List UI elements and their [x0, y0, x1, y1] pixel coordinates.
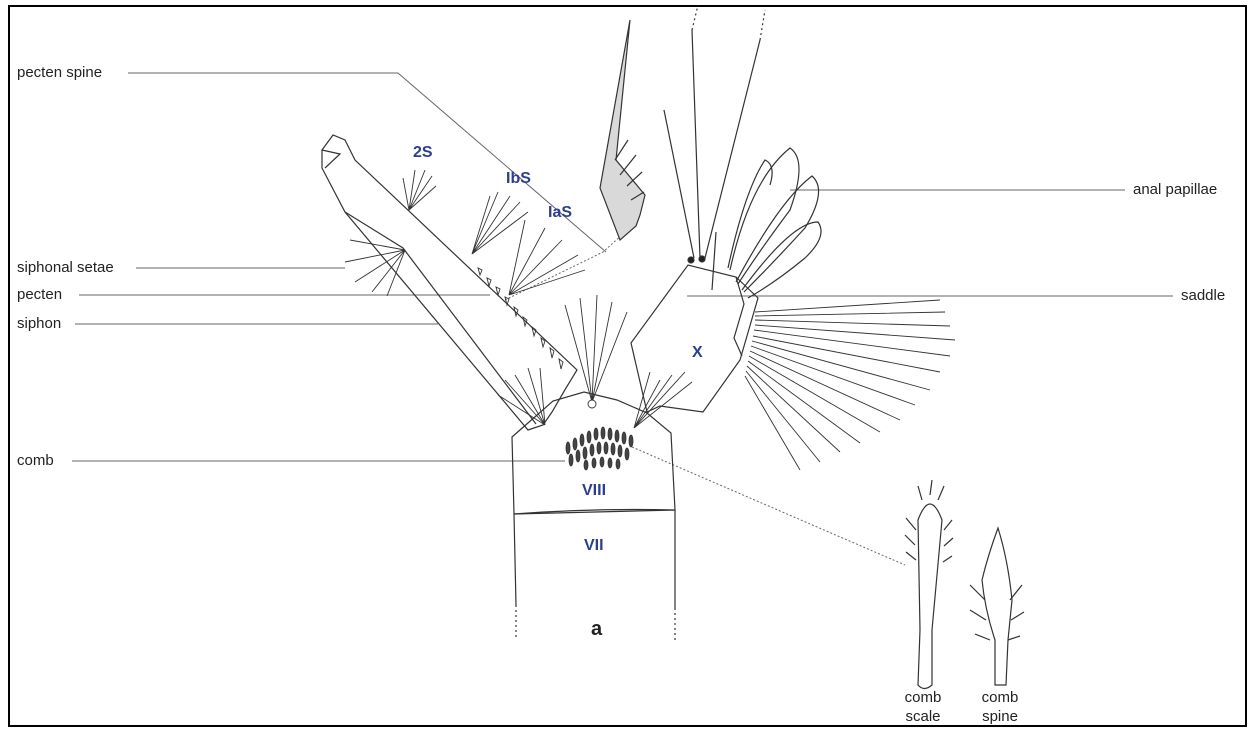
- label-pecten-spine: pecten spine: [17, 65, 102, 80]
- comb-scale-inset: [905, 480, 953, 689]
- panel-label: a: [591, 618, 602, 641]
- segment-viii-setae: [498, 295, 692, 428]
- label-siphonal-setae: siphonal setae: [17, 260, 114, 275]
- seta-label-IaS: IaS: [548, 205, 572, 221]
- pecten-spine-inset: [600, 20, 645, 240]
- caption-comb-spine: comb spine: [975, 688, 1025, 726]
- seta-label-2S: 2S: [413, 145, 433, 161]
- caption-comb-scale-line1: comb: [898, 688, 948, 707]
- comb-scales: [566, 427, 633, 470]
- caption-comb-scale: comb scale: [898, 688, 948, 726]
- caption-comb-scale-line2: scale: [898, 707, 948, 726]
- segment-label-VII: VII: [584, 538, 604, 554]
- anal-papillae: [728, 148, 821, 298]
- segment-label-VIII: VIII: [582, 483, 606, 499]
- label-saddle: saddle: [1181, 288, 1225, 303]
- caption-comb-spine-line1: comb: [975, 688, 1025, 707]
- leader-lines: [72, 73, 1173, 565]
- seta-label-IbS: IbS: [506, 171, 531, 187]
- comb-spine-inset: [970, 528, 1024, 685]
- label-comb: comb: [17, 453, 54, 468]
- caption-comb-spine-line2: spine: [975, 707, 1025, 726]
- label-anal-papillae: anal papillae: [1133, 182, 1217, 197]
- ventral-brush: [745, 300, 955, 470]
- label-siphon: siphon: [17, 316, 61, 331]
- label-pecten: pecten: [17, 287, 62, 302]
- siphonal-tufts: [345, 170, 585, 296]
- segment-label-X: X: [692, 345, 703, 361]
- siphon-shape: [322, 135, 577, 430]
